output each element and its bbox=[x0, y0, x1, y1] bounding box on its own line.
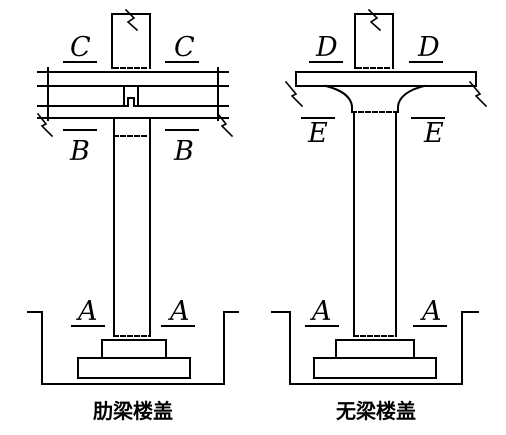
upper-column bbox=[111, 8, 151, 69]
section-label-e-left: E bbox=[307, 118, 328, 149]
column-capital bbox=[324, 84, 426, 113]
floor-beam bbox=[36, 85, 234, 138]
floor-slab bbox=[37, 67, 229, 91]
section-label-a-left: A bbox=[309, 296, 332, 327]
section-label-a-left: A bbox=[75, 296, 98, 327]
upper-column bbox=[354, 8, 394, 69]
column bbox=[113, 117, 151, 337]
ground-pit bbox=[27, 311, 239, 385]
section-label-e-right: E bbox=[423, 118, 444, 149]
flat-slab bbox=[284, 71, 488, 108]
column-footing bbox=[77, 339, 191, 379]
section-label-d-left: D bbox=[315, 32, 338, 63]
ribbed-floor-panel: C C B B A A 肋梁楼盖 bbox=[27, 8, 239, 423]
column-footing bbox=[313, 339, 437, 379]
section-label-a-right: A bbox=[419, 296, 442, 327]
flat-slab-panel: D D E E A A 无梁楼盖 bbox=[271, 8, 488, 423]
section-markers bbox=[301, 61, 447, 327]
caption-ribbed-floor: 肋梁楼盖 bbox=[93, 399, 173, 423]
section-label-c-left: C bbox=[70, 32, 91, 63]
ground-pit bbox=[271, 311, 479, 385]
section-markers bbox=[63, 61, 199, 327]
section-label-b-left: B bbox=[69, 136, 90, 167]
column bbox=[353, 111, 397, 337]
section-label-c-right: C bbox=[174, 32, 195, 63]
section-label-d-right: D bbox=[417, 32, 440, 63]
section-label-a-right: A bbox=[167, 296, 190, 327]
caption-flat-slab: 无梁楼盖 bbox=[336, 399, 416, 423]
section-label-b-right: B bbox=[173, 136, 194, 167]
